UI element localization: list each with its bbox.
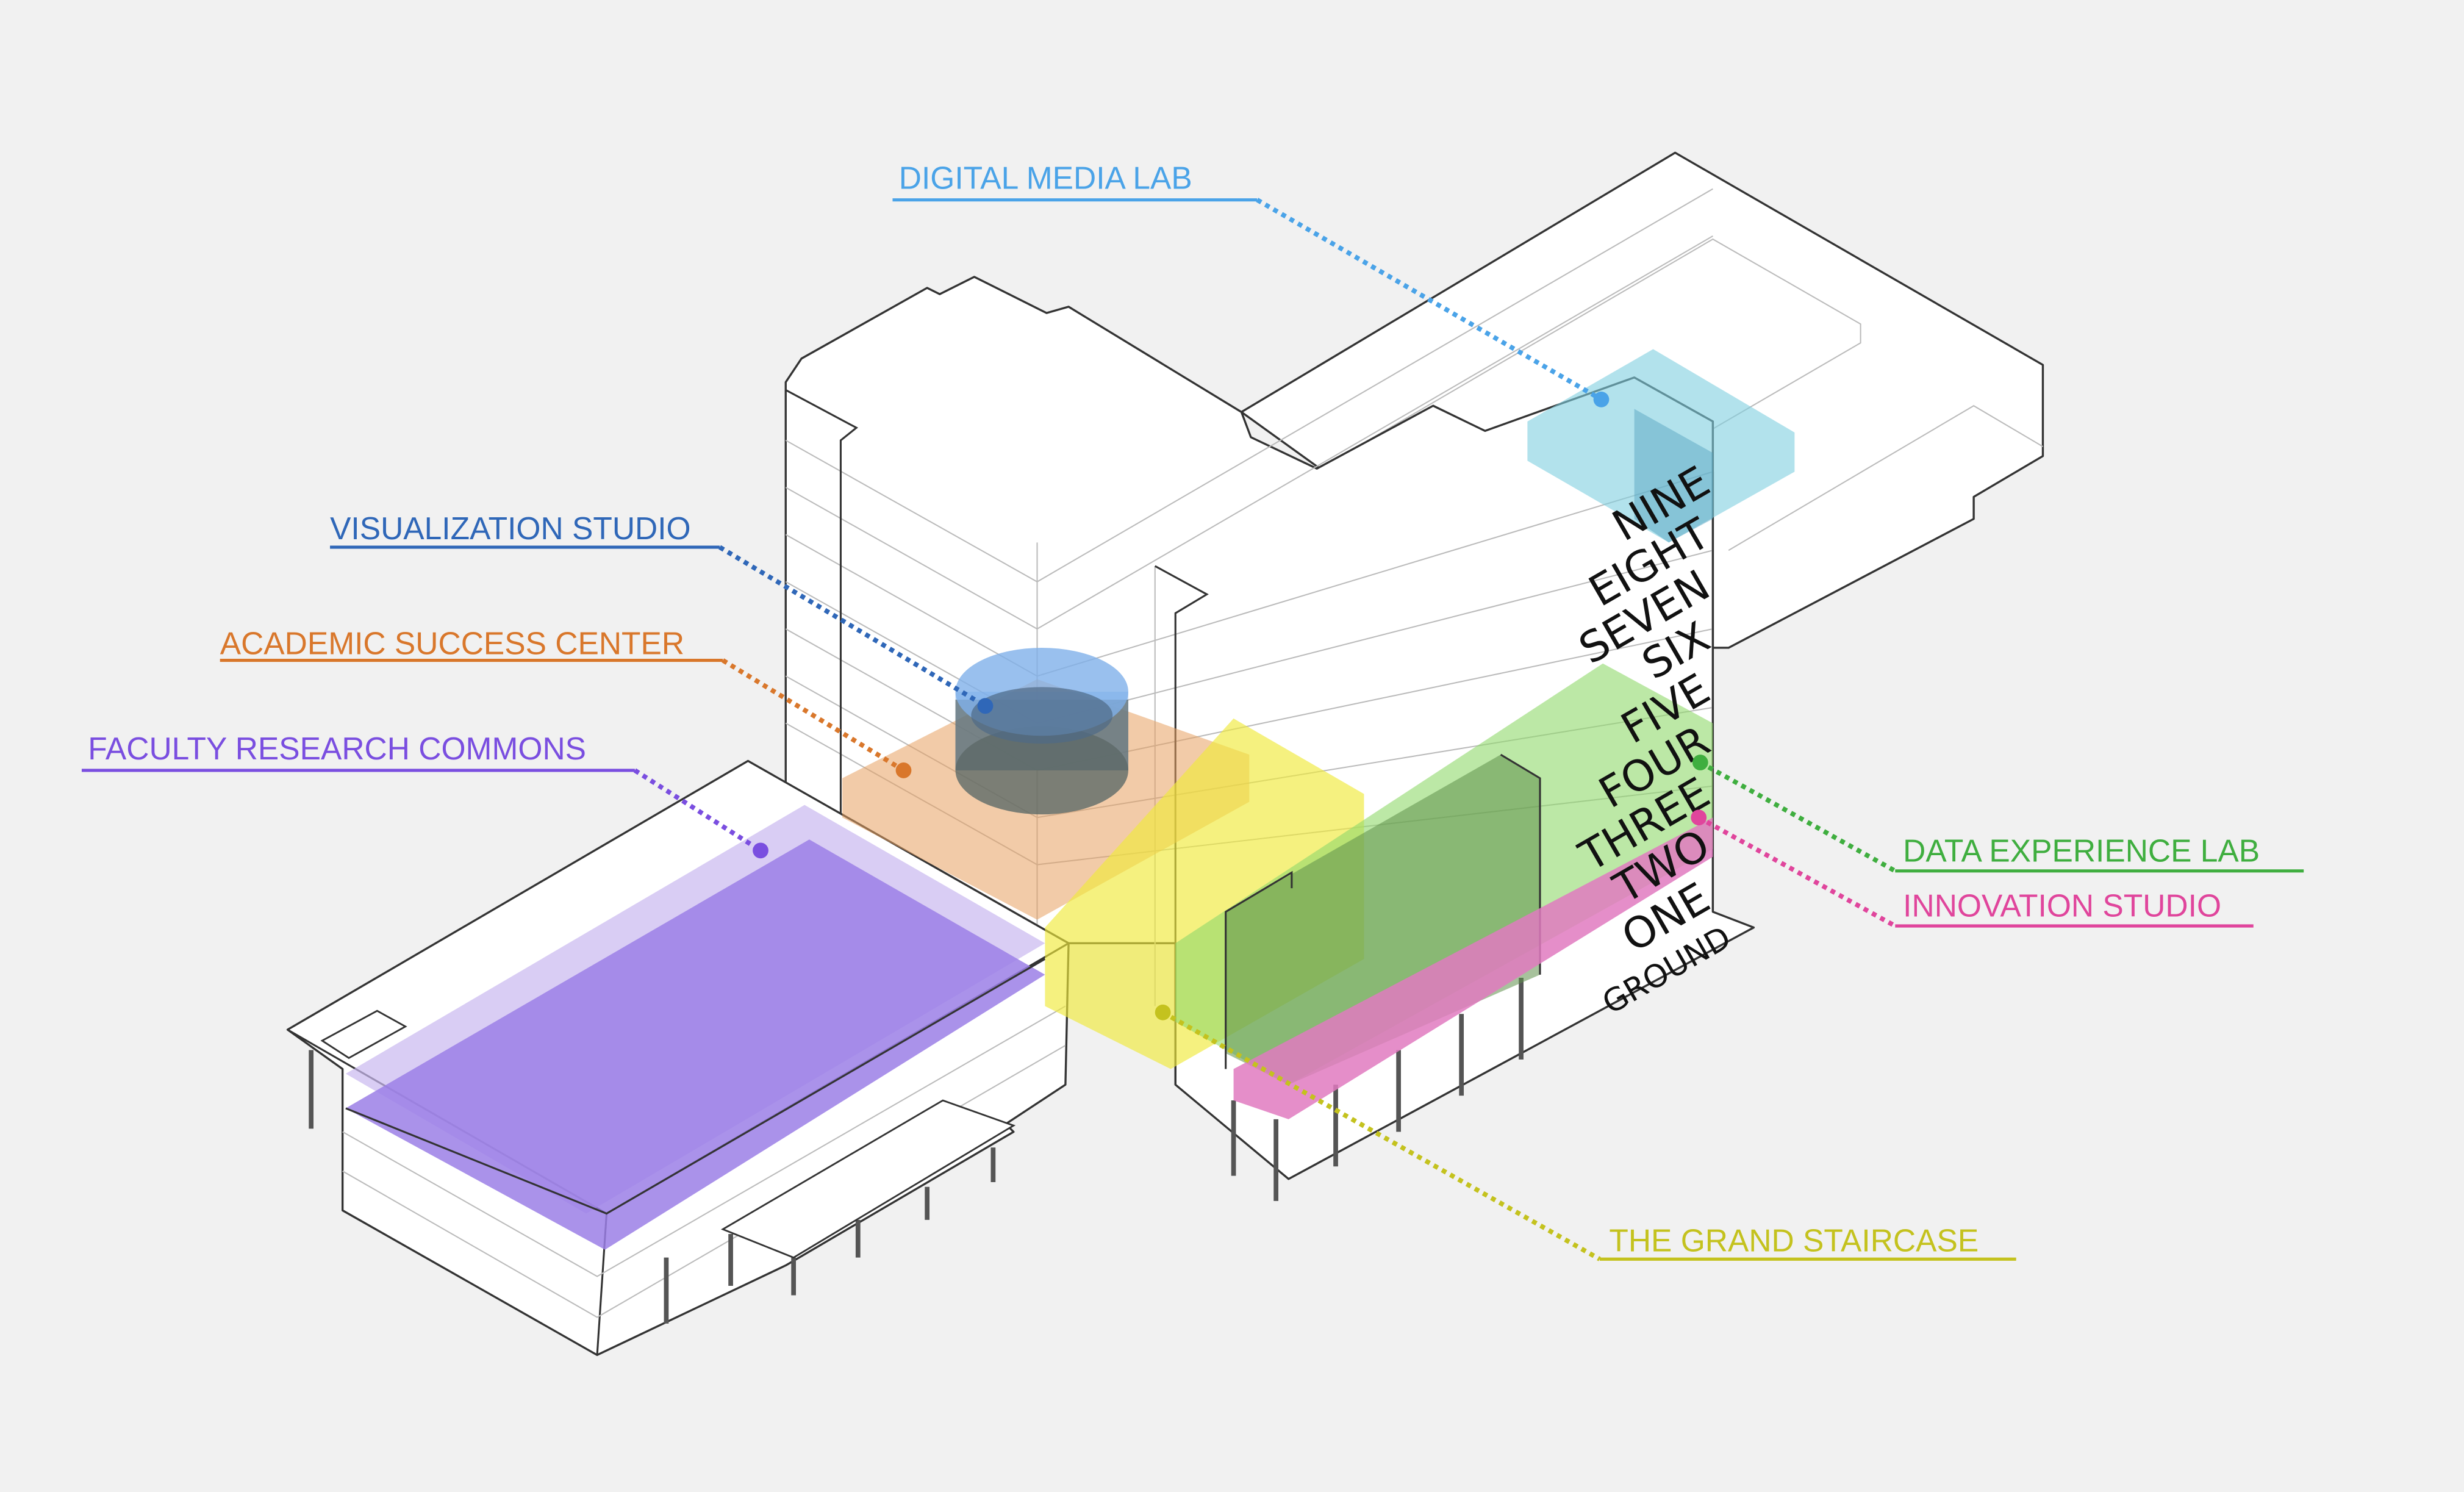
faculty-research-commons-floor	[345, 839, 1045, 1250]
svg-text:VISUALIZATION STUDIO: VISUALIZATION STUDIO	[330, 511, 691, 546]
svg-text:INNOVATION STUDIO: INNOVATION STUDIO	[1903, 888, 2221, 924]
visualization-studio-volume	[955, 647, 1128, 815]
svg-text:FACULTY RESEARCH COMMONS: FACULTY RESEARCH COMMONS	[88, 731, 586, 766]
callout-data-experience-lab[interactable]: DATA EXPERIENCE LAB	[1692, 755, 2304, 873]
callout-visualization-studio[interactable]: VISUALIZATION STUDIO	[330, 511, 994, 714]
svg-text:DIGITAL MEDIA LAB: DIGITAL MEDIA LAB	[899, 160, 1192, 196]
callout-grand-staircase[interactable]: THE GRAND STAIRCASE	[1155, 1004, 2016, 1261]
svg-text:THE GRAND STAIRCASE: THE GRAND STAIRCASE	[1609, 1222, 1979, 1258]
callout-innovation-studio[interactable]: INNOVATION STUDIO	[1691, 809, 2254, 928]
innovation-studio-volume	[1233, 817, 1713, 1119]
callout-faculty-research-commons[interactable]: FACULTY RESEARCH COMMONS	[81, 731, 768, 859]
callout-digital-media-lab[interactable]: DIGITAL MEDIA LAB	[892, 160, 1610, 407]
columns	[309, 978, 1524, 1324]
svg-text:ACADEMIC SUCCESS CENTER: ACADEMIC SUCCESS CENTER	[220, 625, 684, 661]
callout-academic-success-center[interactable]: ACADEMIC SUCCESS CENTER	[220, 625, 912, 778]
svg-text:DATA EXPERIENCE LAB: DATA EXPERIENCE LAB	[1903, 833, 2260, 868]
